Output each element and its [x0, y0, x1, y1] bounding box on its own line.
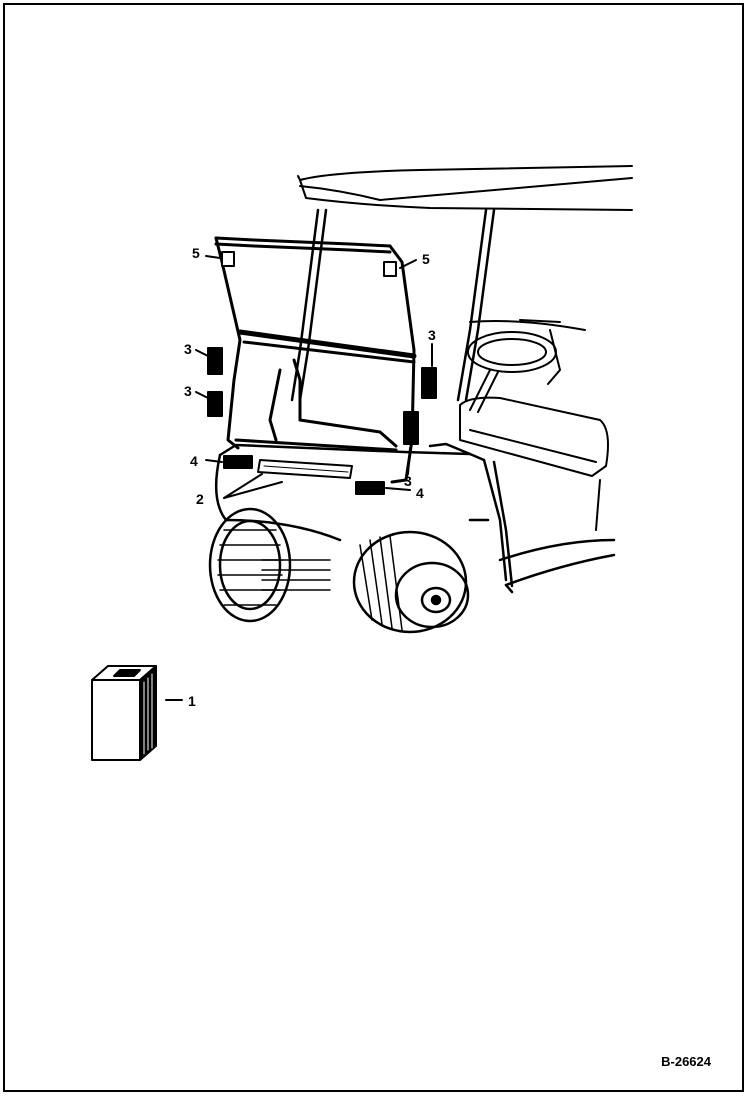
part-3-brackets [195, 343, 437, 475]
callout-3-lower-left: 3 [184, 383, 192, 399]
callout-3-lower-right: 3 [404, 473, 412, 489]
callout-4-right: 4 [416, 485, 424, 501]
right-tire [352, 530, 470, 634]
part-1-kit-box [91, 665, 183, 761]
callout-3-upper-right: 3 [428, 327, 436, 343]
part-4-lower-brackets [205, 455, 411, 495]
part-5-mounting-clips [205, 251, 417, 277]
part-2-weatherstrip [223, 459, 353, 499]
callout-4-left: 4 [190, 453, 198, 469]
steering-wheel [467, 319, 586, 413]
canopy-roof [297, 165, 633, 211]
cart-body [214, 442, 616, 594]
figure-number: B-26624 [661, 1054, 711, 1069]
page-border [3, 3, 744, 1092]
left-tire [208, 507, 331, 623]
callout-5-left: 5 [192, 245, 200, 261]
callout-3-upper-left: 3 [184, 341, 192, 357]
canopy-struts [290, 208, 496, 402]
cart-seat [459, 396, 609, 531]
callout-5-right: 5 [422, 251, 430, 267]
callout-1: 1 [188, 693, 196, 709]
callout-2: 2 [196, 491, 204, 507]
